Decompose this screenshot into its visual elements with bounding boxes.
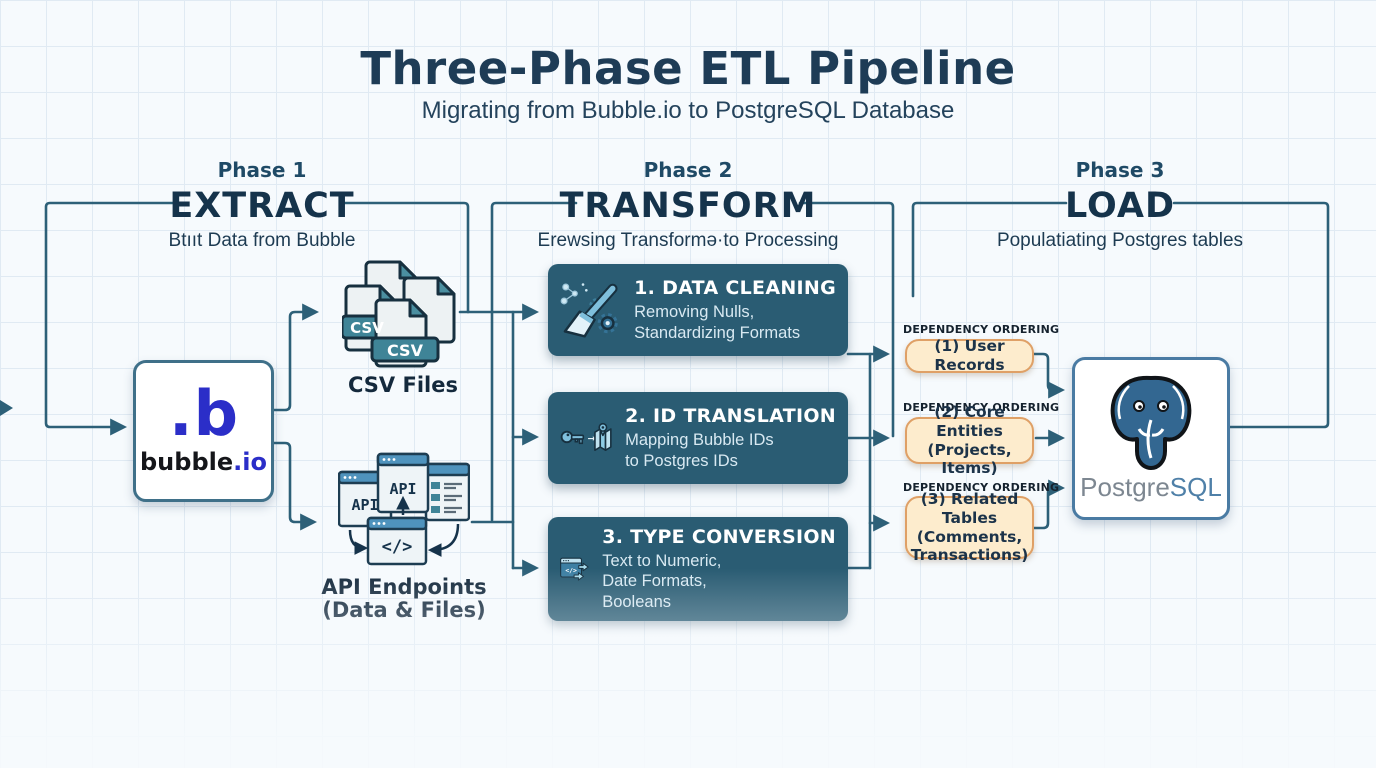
api-endpoints-icon: API API </> bbox=[338, 452, 470, 566]
broom-icon bbox=[560, 283, 618, 338]
key-to-map-icon: → bbox=[560, 422, 612, 451]
step2-desc-line1: Mapping Bubble IDs bbox=[625, 431, 774, 450]
dependency-badge-1: (1) User Records bbox=[905, 337, 1034, 374]
dependency-badge-2: (2) Core Entities (Projects, Items) bbox=[905, 403, 1034, 477]
phase1-label: Phase 1 bbox=[217, 158, 307, 182]
step2-title: 2. ID TRANSLATION bbox=[625, 405, 836, 428]
step1-desc-line1: Removing Nulls, bbox=[634, 303, 755, 322]
badge2-line2: (Projects, Items) bbox=[927, 440, 1012, 478]
phase1-name: EXTRACT bbox=[169, 186, 355, 226]
phase3-subtitle: Populatiating Postgres tables bbox=[996, 229, 1244, 251]
postgresql-name-gray: Postgre bbox=[1080, 472, 1170, 502]
code-conversion-icon: </> bbox=[560, 557, 589, 581]
bubble-domain-text: .io bbox=[233, 447, 267, 476]
step3-desc-line1: Text to Numeric, bbox=[602, 552, 722, 571]
connector-bubble-to-csv bbox=[266, 303, 320, 412]
bubble-logo-icon: .b bbox=[169, 377, 238, 451]
step3-title: 3. TYPE CONVERSION bbox=[602, 526, 836, 549]
connector-badge3-to-postgres bbox=[1032, 479, 1066, 530]
step3-desc-line2: Date Formats, bbox=[602, 572, 707, 591]
api-window1-label: API bbox=[351, 496, 378, 514]
bubble-source-node: .b bubble.io bbox=[133, 360, 274, 502]
bubble-name: bubble.io bbox=[140, 448, 267, 476]
postgresql-elephant-icon bbox=[1110, 375, 1192, 470]
postgresql-name: PostgreSQL bbox=[1080, 472, 1222, 503]
page-title: Three-Phase ETL Pipeline bbox=[360, 42, 1016, 95]
csv-files-icon: CSV CSV bbox=[342, 260, 456, 368]
bubble-logo-letter: b bbox=[193, 377, 238, 451]
api-label-line1: API Endpoints bbox=[321, 575, 487, 599]
phase2-label: Phase 2 bbox=[643, 158, 733, 182]
phase3-header: Phase 3 LOAD Populatiating Postgres tabl… bbox=[970, 158, 1270, 252]
csv-badge-back: CSV bbox=[350, 319, 384, 337]
api-label-line2: (Data & Files) bbox=[322, 598, 486, 623]
phase2-subtitle: Erewsing Transformə·to Processing bbox=[537, 229, 839, 251]
phase3-label: Phase 3 bbox=[1075, 158, 1165, 182]
bubble-logo-dot: . bbox=[169, 377, 193, 451]
phase1-subtitle: Btııt Data from Bubble bbox=[168, 229, 356, 251]
api-code-glyph: </> bbox=[382, 537, 413, 557]
bubble-name-text: bubble bbox=[140, 447, 234, 476]
phase2-header: Phase 2 TRANSFORM Erewsing Transformə·to… bbox=[513, 158, 863, 252]
step-id-translation: → 2. ID TRANSLATION Mapping Bubble IDs t… bbox=[548, 392, 848, 484]
badge1-line1: (1) User Records bbox=[934, 337, 1005, 374]
connector-badge1-to-postgres bbox=[1032, 352, 1066, 399]
badge2-line1: (2) Core Entities bbox=[934, 402, 1005, 440]
left-edge-chevron-icon bbox=[0, 400, 13, 416]
phase2-name: TRANSFORM bbox=[559, 186, 817, 226]
connector-bubble-to-api bbox=[266, 441, 318, 531]
postgresql-target-node: PostgreSQL bbox=[1072, 357, 1230, 520]
api-window2-label: API bbox=[389, 480, 416, 498]
api-endpoints-label: API Endpoints (Data & Files) bbox=[314, 575, 494, 623]
badge3-line2: (Comments, bbox=[916, 527, 1023, 546]
step1-title: 1. DATA CLEANING bbox=[634, 277, 836, 300]
dependency-label-1: DEPENDENCY ORDERING bbox=[903, 323, 1060, 336]
step2-desc-line2: to Postgres IDs bbox=[625, 451, 738, 470]
phase3-name: LOAD bbox=[1064, 186, 1175, 226]
conversion-code-glyph: </> bbox=[565, 566, 577, 574]
badge3-line3: Transactions) bbox=[910, 546, 1029, 565]
badge3-line1: (3) Related Tables bbox=[920, 489, 1019, 527]
page-subtitle: Migrating from Bubble.io to PostgreSQL D… bbox=[421, 97, 955, 124]
step1-desc-line2: Standardizing Formats bbox=[634, 323, 801, 342]
postgresql-name-blue: SQL bbox=[1169, 472, 1222, 502]
step-type-conversion: </> 3. TYPE CONVERSION Text to Numeric, … bbox=[548, 517, 848, 621]
dependency-badge-3: (3) Related Tables (Comments, Transactio… bbox=[905, 490, 1034, 564]
step3-desc-line3: Booleans bbox=[602, 592, 671, 611]
csv-badge-front: CSV bbox=[387, 341, 424, 360]
step-data-cleaning: 1. DATA CLEANING Removing Nulls, Standar… bbox=[548, 264, 848, 356]
phase1-header: Phase 1 EXTRACT Btııt Data from Bubble bbox=[112, 158, 412, 252]
csv-files-label: CSV Files bbox=[348, 373, 458, 397]
